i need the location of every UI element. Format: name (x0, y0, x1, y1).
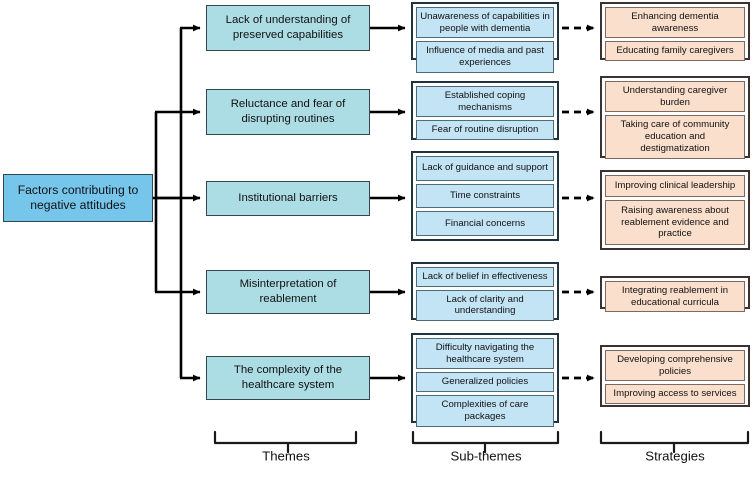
theme-node-1-label: Lack of understanding of preserved capab… (225, 14, 351, 41)
theme-node-5-label: The complexity of the healthcare system (233, 364, 343, 391)
subtheme-item[interactable]: Lack of guidance and support (416, 156, 554, 181)
column-label-strategies: Strategies (645, 448, 705, 464)
subtheme-item[interactable]: Financial concerns (416, 211, 554, 237)
strategy-item[interactable]: Taking care of community education and d… (605, 115, 745, 159)
theme-node-1[interactable]: Lack of understanding of preserved capab… (206, 5, 370, 51)
strategy-item[interactable]: Improving clinical leadership (605, 175, 745, 197)
theme-node-4[interactable]: Misinterpretation of reablement (206, 270, 370, 314)
strategy-item[interactable]: Developing comprehensive policies (605, 350, 745, 382)
strategy-item[interactable]: Improving access to services (605, 384, 745, 405)
subtheme-item[interactable]: Influence of media and past experiences (416, 41, 554, 73)
subtheme-item[interactable]: Lack of clarity and understanding (416, 289, 554, 322)
subtheme-item[interactable]: Established coping mechanisms (416, 86, 554, 118)
strategy-group-1: Enhancing dementia awareness Educating f… (600, 2, 750, 62)
strategy-group-3: Improving clinical leadership Raising aw… (600, 170, 750, 250)
strategy-item[interactable]: Enhancing dementia awareness (605, 7, 745, 39)
subtheme-group-4: Lack of belief in effectiveness Lack of … (411, 262, 559, 322)
strategy-item[interactable]: Raising awareness about reablement evide… (605, 199, 745, 245)
strategy-group-5: Developing comprehensive policies Improv… (600, 345, 750, 407)
column-label-subthemes: Sub-themes (450, 448, 522, 464)
subtheme-item[interactable]: Fear of routine disruption (416, 120, 554, 141)
theme-node-3[interactable]: Institutional barriers (206, 181, 370, 216)
subtheme-item[interactable]: Lack of belief in effectiveness (416, 267, 554, 287)
strategy-group-4: Integrating reablement in educational cu… (600, 276, 750, 313)
subtheme-item[interactable]: Unawareness of capabilities in people wi… (416, 7, 554, 39)
strategy-item[interactable]: Integrating reablement in educational cu… (605, 281, 745, 313)
theme-node-5[interactable]: The complexity of the healthcare system (206, 356, 370, 400)
subtheme-item[interactable]: Complexities of care packages (416, 395, 554, 427)
subtheme-group-3: Lack of guidance and support Time constr… (411, 151, 559, 241)
subtheme-group-5: Difficulty navigating the healthcare sys… (411, 333, 559, 427)
theme-node-4-label: Misinterpretation of reablement (239, 278, 337, 305)
subtheme-group-2: Established coping mechanisms Fear of ro… (411, 81, 559, 141)
root-node[interactable]: Factors contributing to negative attitud… (3, 174, 153, 222)
theme-node-2-label: Reluctance and fear of disrupting routin… (230, 98, 346, 125)
subtheme-group-1: Unawareness of capabilities in people wi… (411, 2, 559, 73)
subtheme-item[interactable]: Difficulty navigating the healthcare sys… (416, 338, 554, 370)
theme-node-2[interactable]: Reluctance and fear of disrupting routin… (206, 89, 370, 135)
subtheme-item[interactable]: Time constraints (416, 183, 554, 209)
root-node-label: Factors contributing to negative attitud… (17, 182, 139, 212)
column-label-themes: Themes (262, 448, 310, 464)
strategy-group-2: Understanding caregiver burden Taking ca… (600, 76, 750, 159)
theme-node-3-label: Institutional barriers (238, 192, 338, 205)
subtheme-item[interactable]: Generalized policies (416, 372, 554, 393)
strategy-item[interactable]: Understanding caregiver burden (605, 81, 745, 113)
strategy-item[interactable]: Educating family caregivers (605, 41, 745, 62)
